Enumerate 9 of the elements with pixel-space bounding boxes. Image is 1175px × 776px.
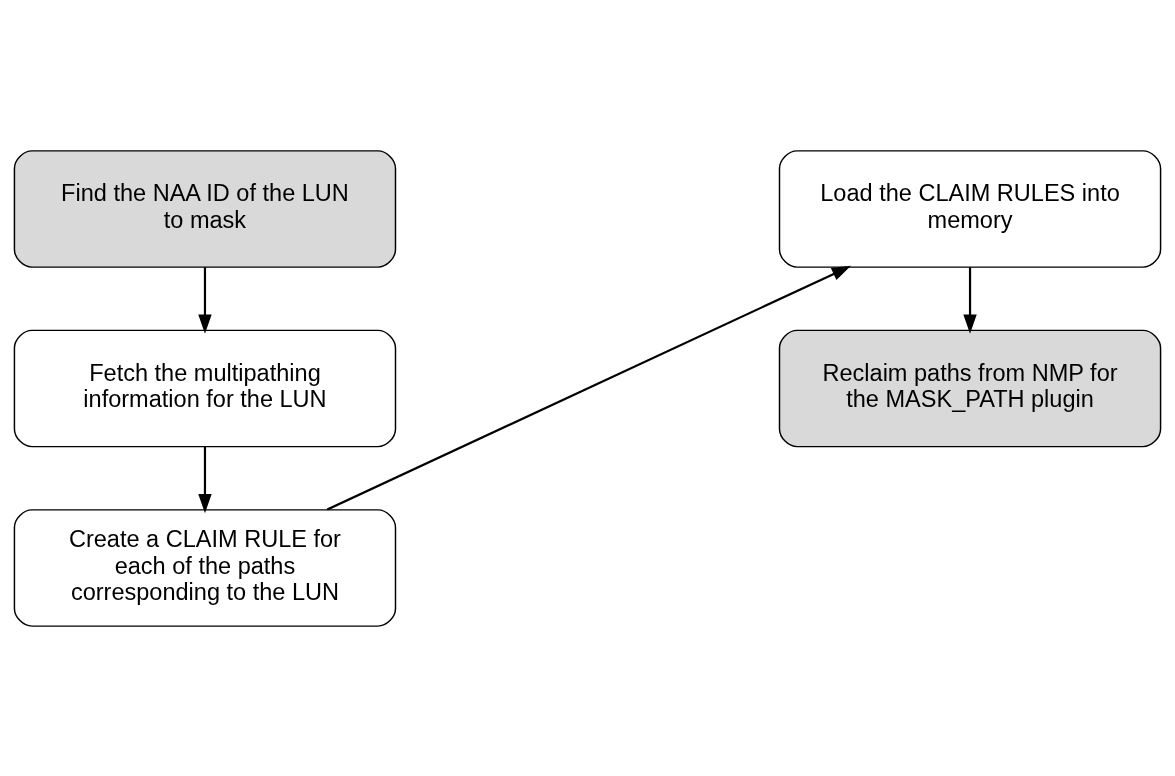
arrow <box>198 266 212 334</box>
node-box: Load the CLAIM RULES into memory <box>778 149 1162 268</box>
arrow <box>326 265 851 511</box>
node-box: Find the NAA ID of the LUN to mask <box>13 149 397 268</box>
node-box: Create a CLAIM RULE for each of the paths corresponding to the LUN <box>13 508 397 627</box>
node-box: Fetch the multipathing information for the LUN <box>13 329 397 447</box>
arrow <box>198 446 212 513</box>
arrow <box>963 266 977 334</box>
node-box: Reclaim paths from NMP for the MASK_PATH plugin <box>778 329 1162 447</box>
